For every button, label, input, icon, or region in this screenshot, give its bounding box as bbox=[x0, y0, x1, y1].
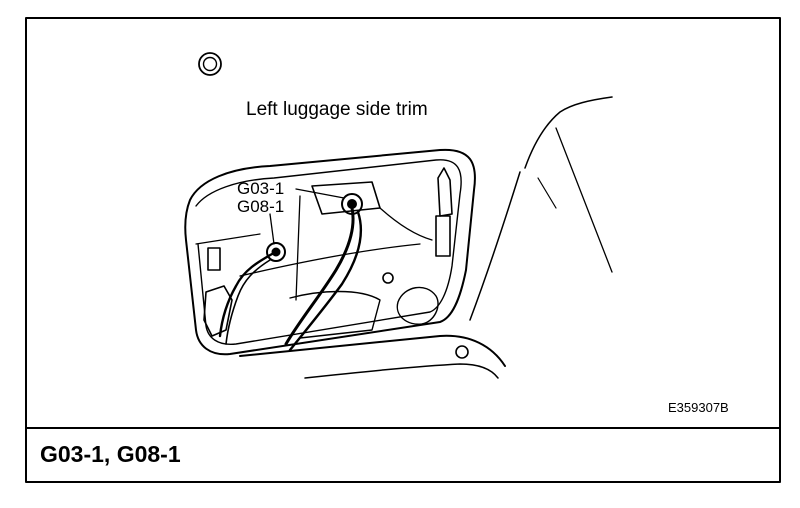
callout-g08-1: G08-1 bbox=[237, 197, 285, 216]
leader-g08-1 bbox=[269, 213, 275, 245]
inner-bracket bbox=[311, 181, 381, 215]
harness-wire-secondary bbox=[288, 210, 363, 352]
inner-recess bbox=[396, 286, 439, 325]
inner-floor-rib bbox=[289, 290, 381, 339]
harness-wire-left bbox=[218, 252, 274, 338]
trim-opening-outline bbox=[184, 148, 476, 356]
floor-fastener bbox=[455, 345, 469, 359]
panel-seam-2 bbox=[537, 177, 557, 209]
left-panel-detail bbox=[195, 233, 261, 245]
inner-panel-line-1 bbox=[295, 195, 301, 301]
luggage-floor-lower bbox=[304, 363, 499, 379]
right-clip bbox=[435, 215, 451, 257]
right-strap bbox=[437, 167, 453, 217]
left-clip-upper bbox=[207, 247, 221, 271]
diagram-caption: Left luggage side trim bbox=[246, 99, 428, 120]
luggage-floor-edge bbox=[239, 334, 506, 367]
ground-point-g03-1 bbox=[341, 193, 363, 215]
leader-g03-1 bbox=[295, 188, 345, 199]
callout-g03-1: G03-1 bbox=[237, 179, 285, 198]
circle-n-symbol-icon bbox=[198, 52, 222, 76]
inner-panel-line-3 bbox=[239, 243, 421, 277]
harness-wire-main bbox=[284, 206, 355, 346]
harness-wire-left-2 bbox=[225, 259, 271, 345]
trim-opening-lip bbox=[195, 159, 462, 345]
ground-point-g08-1 bbox=[266, 242, 286, 262]
reference-code: E359307B bbox=[668, 400, 729, 415]
panel-seam-1 bbox=[555, 127, 613, 273]
outer-border bbox=[25, 17, 781, 483]
inner-bolt bbox=[382, 272, 394, 284]
body-panel-edge bbox=[469, 171, 521, 321]
body-panel-line bbox=[524, 96, 613, 169]
footer-title: G03-1, G08-1 bbox=[40, 441, 181, 467]
inner-panel-line-2 bbox=[379, 207, 433, 241]
left-clip-lower bbox=[203, 285, 233, 337]
